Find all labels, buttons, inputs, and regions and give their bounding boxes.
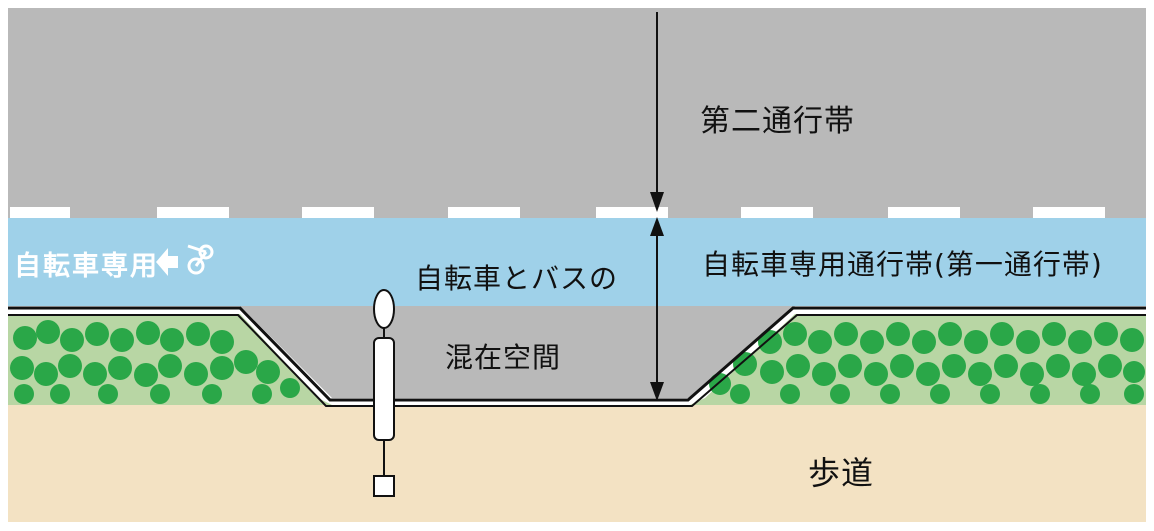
bicycle-lane-label: 自転車専用通行帯(第一通行帯) bbox=[702, 248, 1103, 281]
bus-stop-pole bbox=[373, 289, 395, 497]
mixed-space-label-line2: 混在空間 bbox=[445, 341, 562, 374]
sidewalk bbox=[8, 405, 1146, 522]
dimension-arrows bbox=[650, 12, 664, 401]
roadway-second-lane bbox=[8, 8, 1146, 218]
curb-line-inner bbox=[8, 314, 1146, 407]
arrow-left-icon bbox=[156, 248, 178, 276]
lane-divider-dashes bbox=[10, 207, 1105, 218]
mixed-space-label-line1: 自転車とバスの bbox=[415, 262, 619, 295]
bicycle-lane-road-marking: 自転車専用 bbox=[14, 251, 159, 282]
second-lane-label: 第二通行帯 bbox=[700, 104, 855, 139]
bicycle-icon bbox=[187, 244, 214, 275]
shrubs-right bbox=[709, 322, 1145, 404]
curb-line bbox=[8, 306, 1146, 402]
sidewalk-label: 歩道 bbox=[808, 454, 875, 492]
shrubs-left bbox=[10, 320, 300, 404]
